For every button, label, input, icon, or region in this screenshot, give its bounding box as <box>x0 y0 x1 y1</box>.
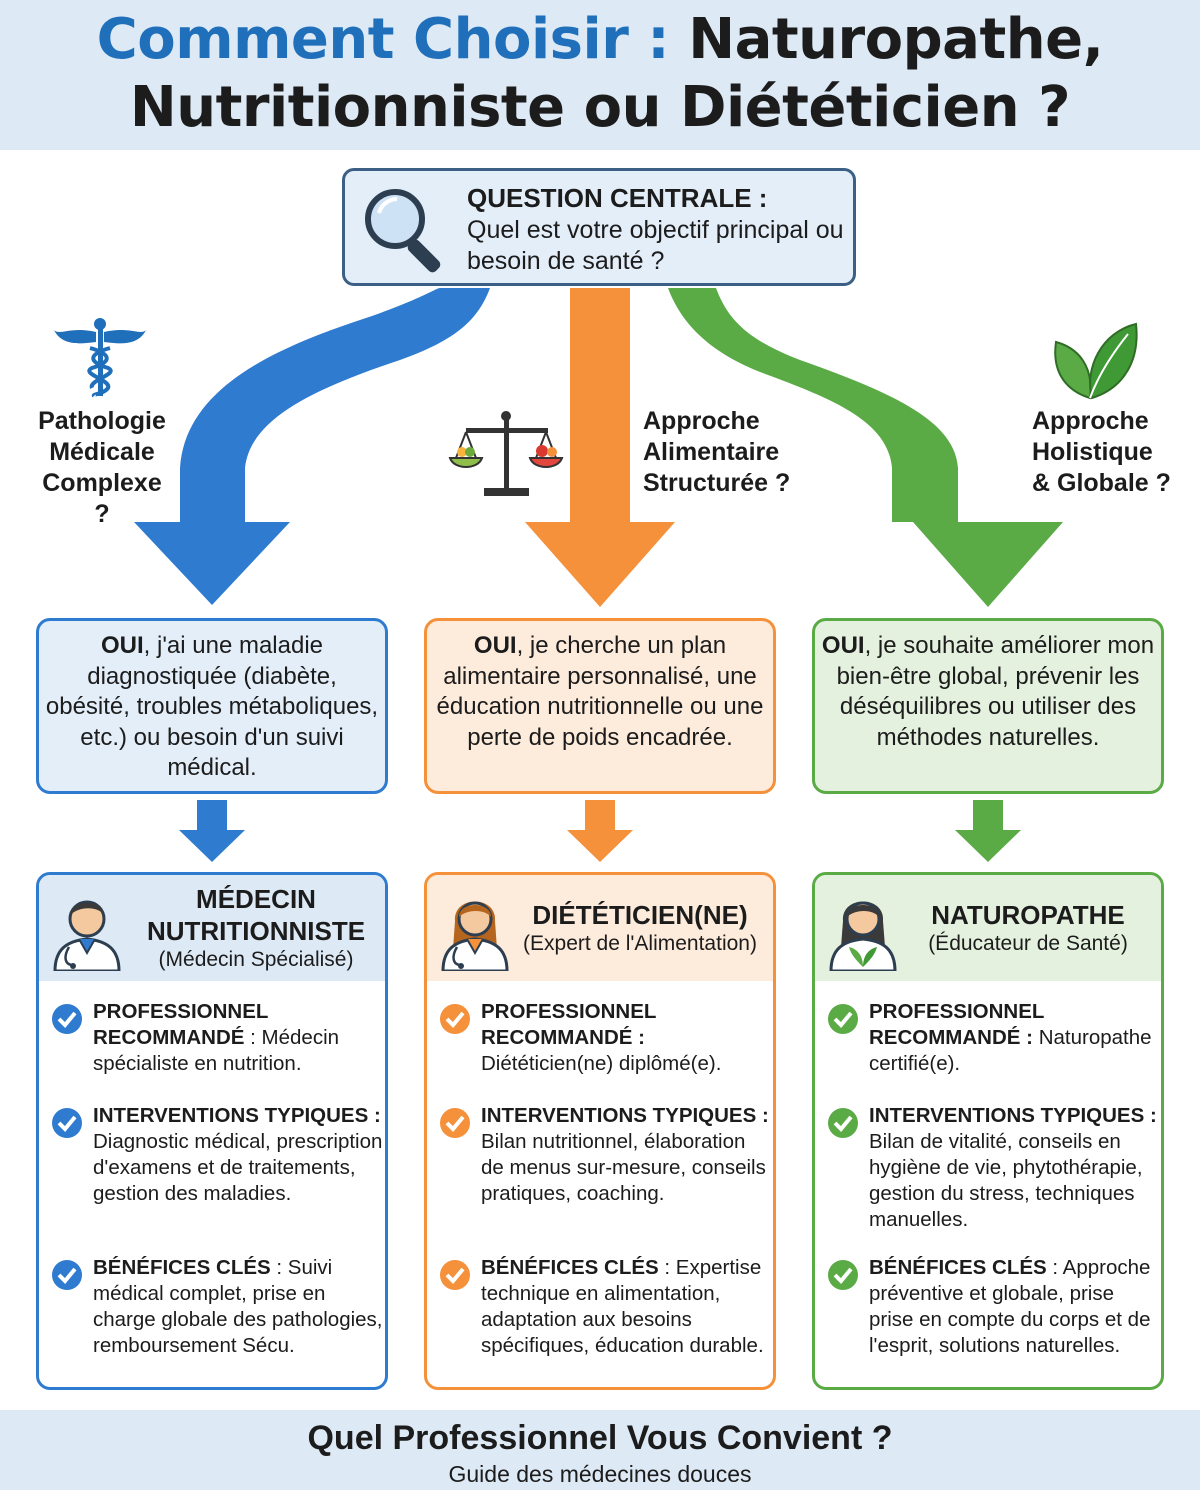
title-part2: Naturopathe, <box>669 7 1104 72</box>
item-label: PROFESSIONNEL RECOMMANDÉ : <box>481 1000 657 1049</box>
question-text: Quel est votre objectif principal ou bes… <box>467 216 844 275</box>
item-label: INTERVENTIONS TYPIQUES : <box>481 1104 769 1127</box>
naturopath-icon <box>829 901 897 971</box>
item-label: PROFESSIONNEL RECOMMANDÉ : <box>869 1000 1045 1049</box>
card-header: DIÉTÉTICIEN(NE) (Expert de l'Alimentatio… <box>427 875 773 981</box>
footer-subtitle: Guide des médecines douces <box>448 1461 752 1487</box>
item-label: BÉNÉFICES CLÉS <box>481 1256 659 1279</box>
small-arrow-blue <box>179 800 245 862</box>
card-medecin-nutritionniste: MÉDECIN NUTRITIONNISTE (Médecin Spéciali… <box>36 872 388 1390</box>
label-line: Complexe ? <box>42 469 162 528</box>
arrow-blue <box>134 288 490 605</box>
card-title: NATUROPATHE <box>931 900 1125 930</box>
label-line: Médicale <box>49 438 155 466</box>
magnifier-icon <box>365 189 441 273</box>
arrow-orange <box>525 288 675 607</box>
check-icon <box>440 1004 470 1034</box>
doctor-female-icon <box>441 901 509 971</box>
item-text: Bilan nutritionnel, élaboration de menus… <box>481 1130 766 1205</box>
item-label: BÉNÉFICES CLÉS <box>93 1256 271 1279</box>
item-text: : Médecin spécialiste en nutrition. <box>93 1026 340 1075</box>
label-line: Approche <box>643 407 760 435</box>
check-icon <box>52 1260 82 1290</box>
item-text: Diététicien(ne) diplômé(e). <box>481 1052 722 1075</box>
branch-label-alimentaire: Approche Alimentaire Structurée ? <box>643 406 790 499</box>
label-line: Pathologie <box>38 407 166 435</box>
card-dieteticien: DIÉTÉTICIEN(NE) (Expert de l'Alimentatio… <box>424 872 776 1390</box>
check-icon <box>440 1108 470 1138</box>
item-text: Diagnostic médical, prescription d'exame… <box>93 1130 383 1205</box>
item-label: PROFESSIONNEL RECOMMANDÉ <box>93 1000 269 1049</box>
check-icon <box>828 1108 858 1138</box>
card-subtitle: (Médecin Spécialisé) <box>158 948 354 971</box>
item-label: INTERVENTIONS TYPIQUES : <box>93 1104 381 1127</box>
check-icon <box>52 1004 82 1034</box>
answer-text: , j'ai une maladie diagnostiquée (diabèt… <box>45 632 379 781</box>
branch-label-medical: Pathologie Médicale Complexe ? <box>32 406 172 530</box>
label-line: Holistique <box>1032 438 1153 466</box>
central-question-box: QUESTION CENTRALE : Quel est votre objec… <box>342 168 856 286</box>
answer-box-alimentaire: OUI, je cherche un plan alimentaire pers… <box>424 618 776 794</box>
card-naturopathe: NATUROPATHE (Éducateur de Santé) PROFESS… <box>812 872 1164 1390</box>
card-title: MÉDECIN NUTRITIONNISTE <box>125 883 385 947</box>
card-title-line: MÉDECIN <box>196 884 316 914</box>
leaf-icon <box>1054 322 1138 400</box>
branch-label-holistique: Approche Holistique & Globale ? <box>1032 406 1171 499</box>
answer-text: , je souhaite améliorer mon bien-être gl… <box>836 632 1155 751</box>
question-title: QUESTION CENTRALE : <box>467 183 768 213</box>
arrow-green <box>668 288 1063 607</box>
card-subtitle: (Éducateur de Santé) <box>928 932 1128 955</box>
caduceus-icon <box>54 318 146 398</box>
check-icon <box>828 1004 858 1034</box>
page-title-line2: Nutritionniste ou Diététicien ? <box>129 75 1071 140</box>
card-title: DIÉTÉTICIEN(NE) <box>532 900 748 930</box>
card-title-line: NUTRITIONNISTE <box>146 916 366 946</box>
card-subtitle: (Expert de l'Alimentation) <box>523 932 757 955</box>
small-arrow-orange <box>567 800 633 862</box>
check-icon <box>52 1108 82 1138</box>
footer-title: Quel Professionnel Vous Convient ? <box>307 1419 893 1457</box>
item-label: BÉNÉFICES CLÉS <box>869 1256 1047 1279</box>
card-header: MÉDECIN NUTRITIONNISTE (Médecin Spéciali… <box>39 875 385 981</box>
item-text: : Expertise technique en alimentation, a… <box>481 1256 764 1357</box>
answer-yes: OUI <box>821 632 865 659</box>
label-line: Approche <box>1032 407 1149 435</box>
item-text: Naturopathe certifié(e). <box>869 1026 1152 1075</box>
answer-box-holistique: OUI, je souhaite améliorer mon bien-être… <box>812 618 1164 794</box>
scale-icon <box>448 411 564 496</box>
item-text: : Suivi médical complet, prise en charge… <box>93 1256 383 1357</box>
footer: Quel Professionnel Vous Convient ? Guide… <box>0 1410 1200 1490</box>
header: Comment Choisir : Naturopathe, Nutrition… <box>0 0 1200 150</box>
answer-yes: OUI <box>100 632 144 659</box>
item-text: Bilan de vitalité, conseils en hygiène d… <box>869 1130 1143 1231</box>
item-text: : Approche préventive et globale, prise … <box>869 1256 1151 1357</box>
title-highlight: Comment Choisir : <box>96 7 670 72</box>
answer-text: , je cherche un plan alimentaire personn… <box>436 632 764 751</box>
label-line: Alimentaire <box>643 438 780 466</box>
doctor-male-icon <box>53 900 121 971</box>
answer-yes: OUI <box>473 632 517 659</box>
answer-box-medical: OUI, j'ai une maladie diagnostiquée (dia… <box>36 618 388 794</box>
page-title-line1: Comment Choisir : Naturopathe, <box>0 8 1200 72</box>
small-arrow-green <box>955 800 1021 862</box>
card-header: NATUROPATHE (Éducateur de Santé) <box>815 875 1161 981</box>
check-icon <box>828 1260 858 1290</box>
label-line: Structurée ? <box>643 469 791 497</box>
item-label: INTERVENTIONS TYPIQUES : <box>869 1104 1157 1127</box>
check-icon <box>440 1260 470 1290</box>
label-line: & Globale ? <box>1032 469 1171 497</box>
